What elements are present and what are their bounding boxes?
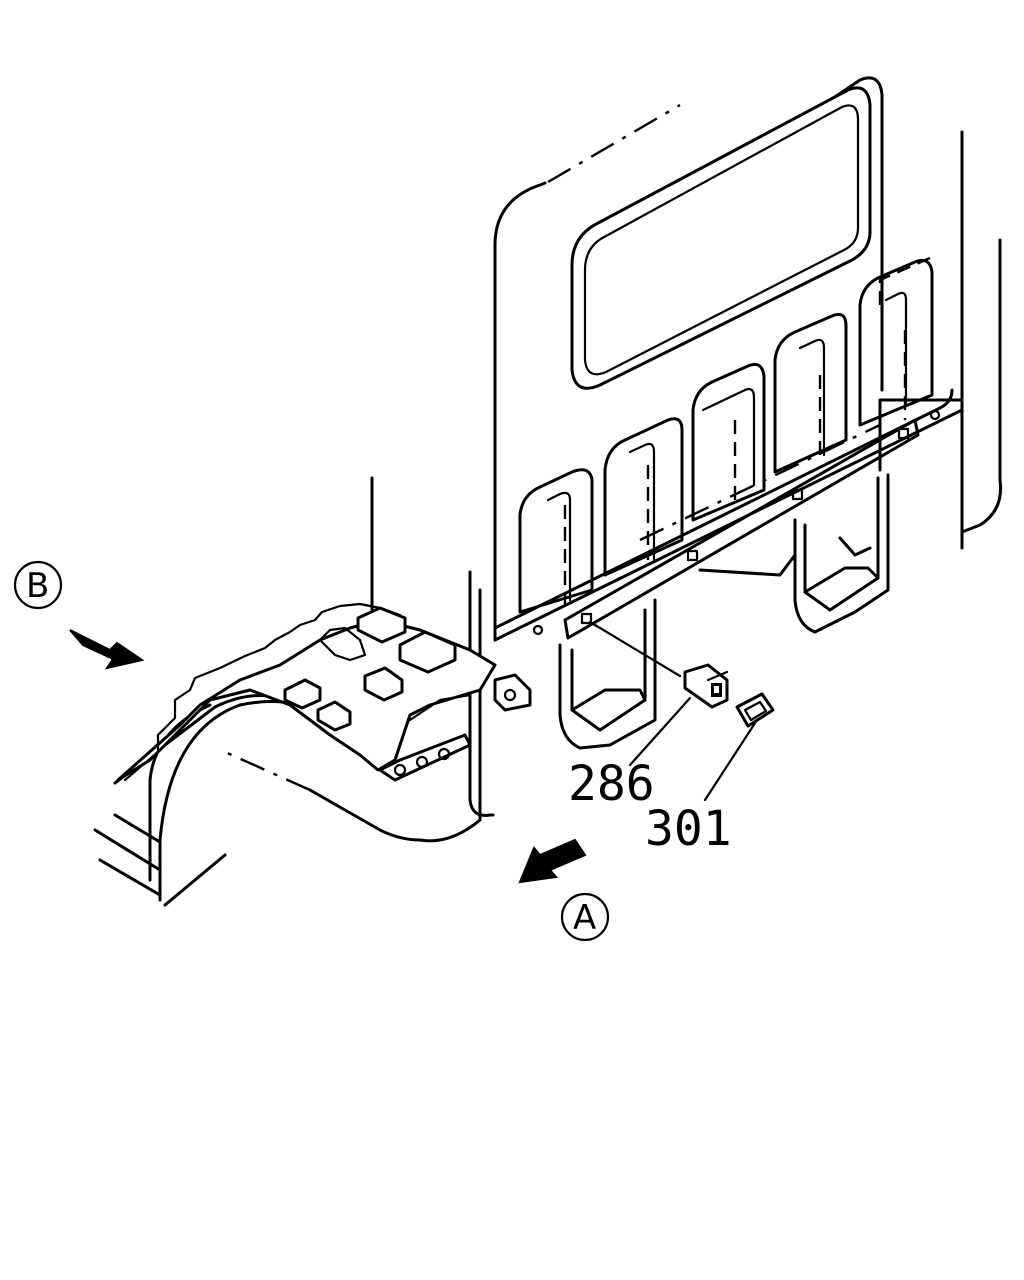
cab-back-panel: [493, 76, 1003, 642]
view-a-circle: [560, 892, 610, 942]
view-b-circle: [13, 560, 63, 610]
view-b-indicator: B: [13, 560, 145, 670]
view-a-indicator: A: [518, 838, 610, 942]
view-b-label: B: [26, 566, 49, 606]
leader-line-301: [703, 718, 759, 802]
callout-286: 286: [568, 756, 655, 812]
leader-line-286: [628, 696, 692, 767]
view-a-label: A: [573, 898, 596, 938]
part-301-grommet: [735, 692, 775, 728]
floor-recesses: [558, 473, 890, 750]
panel-ribs: [518, 258, 934, 614]
callout-301: 301: [645, 801, 732, 857]
part-286-bracket: [588, 620, 729, 709]
view-a-arrow-icon: [518, 838, 587, 884]
view-b-arrow-icon: [69, 629, 145, 670]
wheel-house-pad: [116, 602, 532, 782]
